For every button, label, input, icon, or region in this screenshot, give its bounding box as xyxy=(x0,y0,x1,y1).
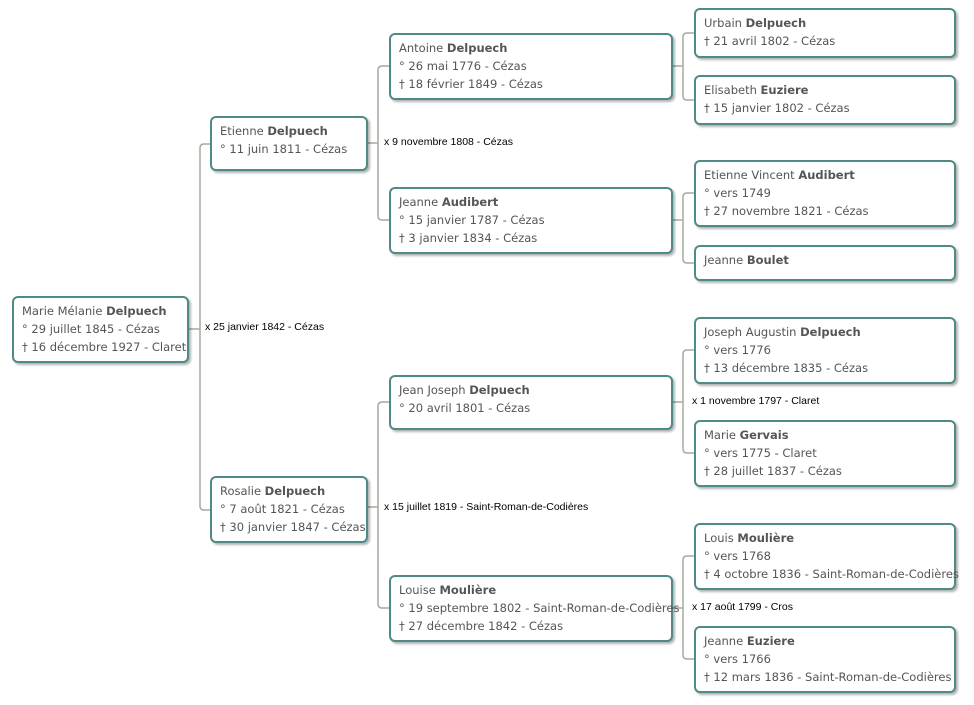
person-box-louise-mouliere[interactable]: Louise Moulière ° 19 septembre 1802 - Sa… xyxy=(389,575,680,642)
person-name: Rosalie Delpuech xyxy=(220,484,326,498)
person-box-etienne-vincent-audibert[interactable]: Etienne Vincent Audibert ° vers 1749 † 2… xyxy=(694,160,956,227)
birth-line: ° vers 1749 xyxy=(704,186,771,200)
person-name: Elisabeth Euziere xyxy=(704,83,809,97)
marriage-label: x 1 novembre 1797 - Claret xyxy=(692,395,820,407)
person-name: Jeanne Audibert xyxy=(399,195,499,209)
tree-connector xyxy=(199,143,211,511)
death-line: † 12 mars 1836 - Saint-Roman-de-Codières xyxy=(704,670,952,684)
person-name: Louise Moulière xyxy=(399,583,497,597)
tree-connector xyxy=(682,192,694,264)
person-name: Etienne Vincent Audibert xyxy=(704,168,855,182)
tree-connector xyxy=(682,32,694,101)
tree-connector xyxy=(377,401,389,609)
marriage-label: x 25 janvier 1842 - Cézas xyxy=(205,321,325,333)
death-line: † 3 janvier 1834 - Cézas xyxy=(399,231,538,245)
birth-line: ° 7 août 1821 - Cézas xyxy=(220,502,345,516)
person-name: Jeanne Euziere xyxy=(704,634,795,648)
birth-line: ° 26 mai 1776 - Cézas xyxy=(399,59,527,73)
birth-line: ° 20 avril 1801 - Cézas xyxy=(399,401,531,415)
person-name: Marie Gervais xyxy=(704,428,789,442)
person-box-joseph-augustin-delpuech[interactable]: Joseph Augustin Delpuech ° vers 1776 † 1… xyxy=(694,317,956,384)
person-name: Jean Joseph Delpuech xyxy=(399,383,530,397)
birth-line: ° 19 septembre 1802 - Saint-Roman-de-Cod… xyxy=(399,601,680,615)
person-name: Antoine Delpuech xyxy=(399,41,508,55)
death-line: † 28 juillet 1837 - Cézas xyxy=(704,464,842,478)
birth-line: ° vers 1775 - Claret xyxy=(704,446,817,460)
birth-line: ° 29 juillet 1845 - Cézas xyxy=(22,322,160,336)
death-line: † 16 décembre 1927 - Claret xyxy=(22,340,187,354)
person-box-marie-melanie-delpuech[interactable]: Marie Mélanie Delpuech ° 29 juillet 1845… xyxy=(12,296,189,363)
death-line: † 30 janvier 1847 - Cézas xyxy=(220,520,366,534)
person-name: Marie Mélanie Delpuech xyxy=(22,304,167,318)
person-box-jean-joseph-delpuech[interactable]: Jean Joseph Delpuech ° 20 avril 1801 - C… xyxy=(389,375,673,430)
birth-line: ° 11 juin 1811 - Cézas xyxy=(220,142,348,156)
person-box-antoine-delpuech[interactable]: Antoine Delpuech ° 26 mai 1776 - Cézas †… xyxy=(389,33,673,100)
marriage-label: x 17 août 1799 - Cros xyxy=(692,601,793,613)
person-name: Louis Moulière xyxy=(704,531,795,545)
person-box-marie-gervais[interactable]: Marie Gervais ° vers 1775 - Claret † 28 … xyxy=(694,420,956,487)
person-box-rosalie-delpuech[interactable]: Rosalie Delpuech ° 7 août 1821 - Cézas †… xyxy=(210,476,368,543)
birth-line: ° vers 1766 xyxy=(704,652,771,666)
birth-line: ° vers 1768 xyxy=(704,549,771,563)
death-line: † 21 avril 1802 - Cézas xyxy=(704,34,836,48)
death-line: † 13 décembre 1835 - Cézas xyxy=(704,361,869,375)
marriage-label: x 15 juillet 1819 - Saint-Roman-de-Codiè… xyxy=(384,501,589,513)
birth-line: ° vers 1776 xyxy=(704,343,771,357)
death-line: † 27 décembre 1842 - Cézas xyxy=(399,619,564,633)
death-line: † 18 février 1849 - Cézas xyxy=(399,77,543,91)
person-box-elisabeth-euziere[interactable]: Elisabeth Euziere † 15 janvier 1802 - Cé… xyxy=(694,75,956,125)
person-box-jeanne-audibert[interactable]: Jeanne Audibert ° 15 janvier 1787 - Céza… xyxy=(389,187,673,254)
person-name: Urbain Delpuech xyxy=(704,16,807,30)
person-box-urbain-delpuech[interactable]: Urbain Delpuech † 21 avril 1802 - Cézas xyxy=(694,8,956,58)
marriage-label: x 9 novembre 1808 - Cézas xyxy=(384,136,513,148)
person-name: Joseph Augustin Delpuech xyxy=(704,325,861,339)
death-line: † 15 janvier 1802 - Cézas xyxy=(704,101,850,115)
birth-line: ° 15 janvier 1787 - Cézas xyxy=(399,213,545,227)
death-line: † 27 novembre 1821 - Cézas xyxy=(704,204,869,218)
death-line: † 4 octobre 1836 - Saint-Roman-de-Codièr… xyxy=(704,567,959,581)
person-box-jeanne-euziere[interactable]: Jeanne Euziere ° vers 1766 † 12 mars 183… xyxy=(694,626,956,693)
person-box-jeanne-boulet[interactable]: Jeanne Boulet xyxy=(694,245,956,281)
person-name: Jeanne Boulet xyxy=(704,253,789,267)
person-box-louis-mouliere[interactable]: Louis Moulière ° vers 1768 † 4 octobre 1… xyxy=(694,523,959,590)
person-box-etienne-delpuech[interactable]: Etienne Delpuech ° 11 juin 1811 - Cézas xyxy=(210,116,368,171)
person-name: Etienne Delpuech xyxy=(220,124,328,138)
